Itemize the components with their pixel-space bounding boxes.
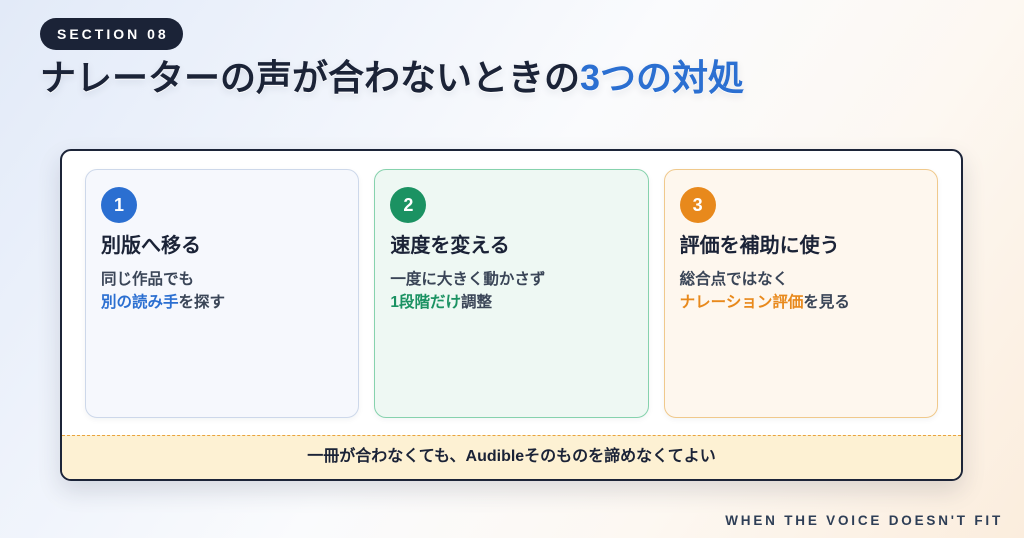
description-line-1: 総合点ではなく [679,271,789,288]
description-highlight: ナレーション評価 [679,294,804,311]
section-badge: SECTION 08 [40,18,183,50]
description-line-2: 別の読み手を探す [101,291,343,314]
option-description: 一度に大きく動かさず 1段階だけ調整 [390,268,632,314]
description-rest: 調整 [460,294,492,311]
option-heading: 別版へ移る [101,235,201,257]
description-highlight: 1段階だけ [390,294,461,311]
description-line-2: ナレーション評価を見る [680,291,922,314]
options-row: 1 別版へ移る 同じ作品でも 別の読み手を探す 2 速度を変える 一度に大きく動… [85,169,938,418]
description-rest: を見る [803,294,850,311]
option-heading: 評価を補助に使う [679,235,840,257]
option-heading: 速度を変える [390,235,510,257]
title-lead: ナレーターの声が合わないときの [40,57,581,98]
description-rest: を探す [178,294,226,311]
option-panel-1: 1 別版へ移る 同じ作品でも 別の読み手を探す [85,169,360,418]
description-line-1: 一度に大きく動かさず [390,271,546,288]
description-line-1: 同じ作品でも [101,271,195,288]
option-panel-3: 3 評価を補助に使う 総合点ではなく ナレーション評価を見る [663,169,938,418]
summary-note-band: 一冊が合わなくても、Audibleそのものを諦めなくてよい [62,435,961,479]
option-description: 同じ作品でも 別の読み手を探す [101,268,343,314]
description-highlight: 別の読み手 [101,294,179,311]
option-panel-2: 2 速度を変える 一度に大きく動かさず 1段階だけ調整 [374,169,649,418]
page-title: ナレーターの声が合わないときの3つの対処 [40,56,744,100]
description-line-2: 1段階だけ調整 [390,291,632,314]
step-number-badge: 3 [679,187,716,223]
step-number-badge: 1 [101,187,137,223]
options-card: 1 別版へ移る 同じ作品でも 別の読み手を探す 2 速度を変える 一度に大きく動… [60,149,963,481]
step-number-badge: 2 [390,187,427,223]
option-description: 総合点ではなく ナレーション評価を見る [680,268,922,314]
footer-caption: WHEN THE VOICE DOESN'T FIT [725,513,1003,528]
title-highlight: 3つの対処 [580,57,745,98]
